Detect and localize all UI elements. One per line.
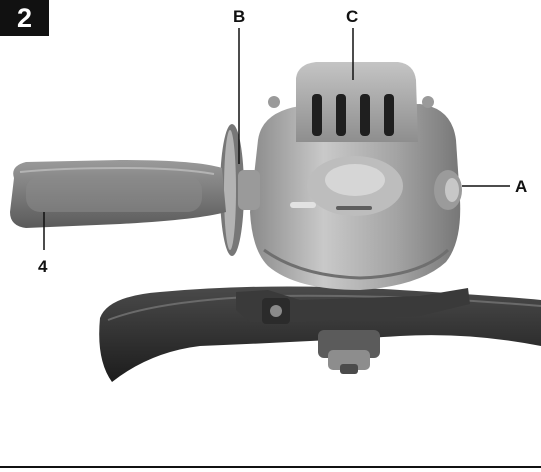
leader-lines bbox=[43, 28, 510, 250]
ventilation-block bbox=[296, 62, 418, 142]
callout-label-4: 4 bbox=[38, 257, 48, 276]
handle-mount bbox=[220, 124, 260, 256]
spindle-lock-button bbox=[434, 170, 462, 210]
gear-housing bbox=[250, 96, 461, 290]
figure-number-badge: 2 bbox=[0, 0, 49, 36]
spindle-flange bbox=[318, 330, 380, 374]
callout-label-c: C bbox=[346, 7, 359, 26]
callout-label-a: A bbox=[515, 177, 528, 196]
guard-clamp bbox=[236, 288, 470, 324]
footer-divider bbox=[0, 466, 541, 468]
auxiliary-handle bbox=[10, 160, 226, 228]
callout-label-b: B bbox=[233, 7, 246, 26]
